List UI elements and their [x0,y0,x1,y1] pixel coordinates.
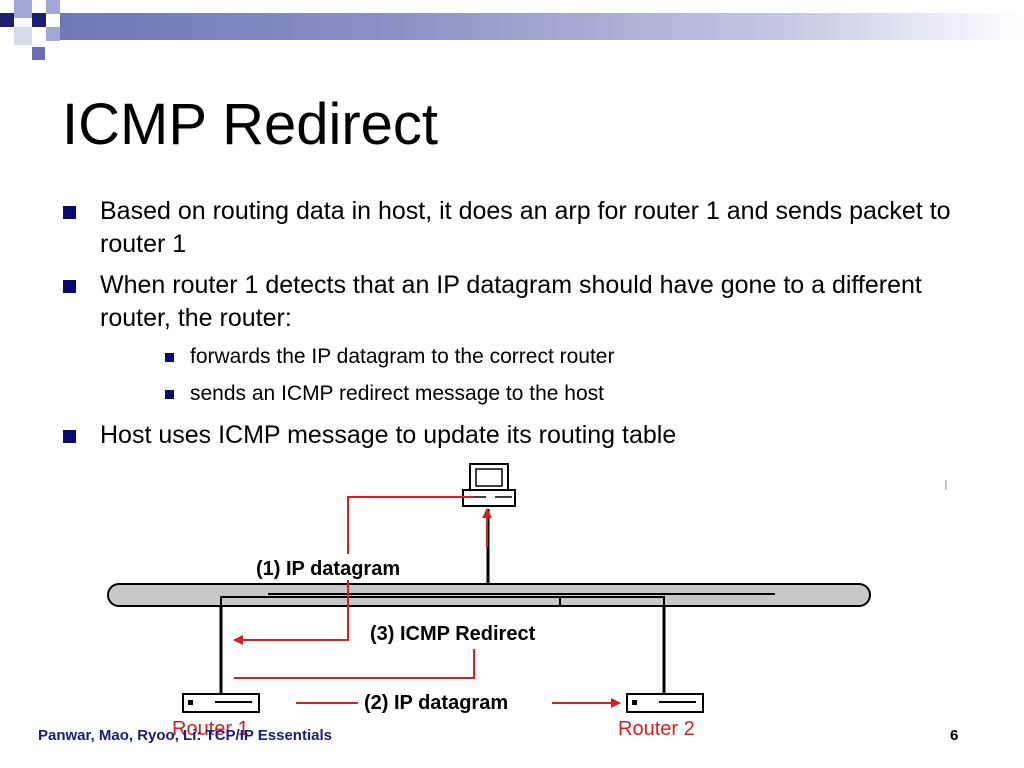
corner-square-decoration [32,47,45,60]
ethernet-bus [107,583,871,607]
icmp-redirect-label: (3) ICMP Redirect [370,623,536,645]
icmp-redirect-arrow [234,649,475,679]
corner-square-decoration [46,0,60,14]
host-computer-icon [462,463,516,507]
ip-datagram-1-label: (1) IP datagram [256,558,400,580]
bullet-text: Host uses ICMP message to update its rou… [100,421,677,449]
header-gradient-bar [60,13,1024,40]
corner-square-decoration [32,13,46,27]
corner-square-decoration [46,27,60,41]
sub-bullet-text: sends an ICMP redirect message to the ho… [190,382,604,405]
sub-bullet-marker [165,353,174,362]
bullet-text: When router 1 detects that an IP datagra… [100,271,922,332]
slide-title: ICMP Redirect [62,92,439,157]
router-2-label: Router 2 [618,718,695,740]
sub-bullet-text: forwards the IP datagram to the correct … [190,345,615,368]
corner-square-decoration [0,13,14,27]
footer-authors: Panwar, Mao, Ryoo, Li: TCP/IP Essentials [38,727,332,744]
bullet-marker [63,430,76,443]
bullet-marker [63,280,76,293]
corner-square-decoration [14,0,32,18]
corner-square-decoration [14,27,32,45]
router-1-label: Router 1 [172,718,249,740]
router-device-icon [626,693,704,713]
bullet-marker [63,206,76,219]
page-number: 6 [950,727,959,744]
sub-bullet-marker [165,390,174,399]
router-device-icon [182,693,260,713]
bullet-text: Based on routing data in host, it does a… [100,197,951,258]
ip-datagram-2-label: (2) IP datagram [364,692,508,714]
